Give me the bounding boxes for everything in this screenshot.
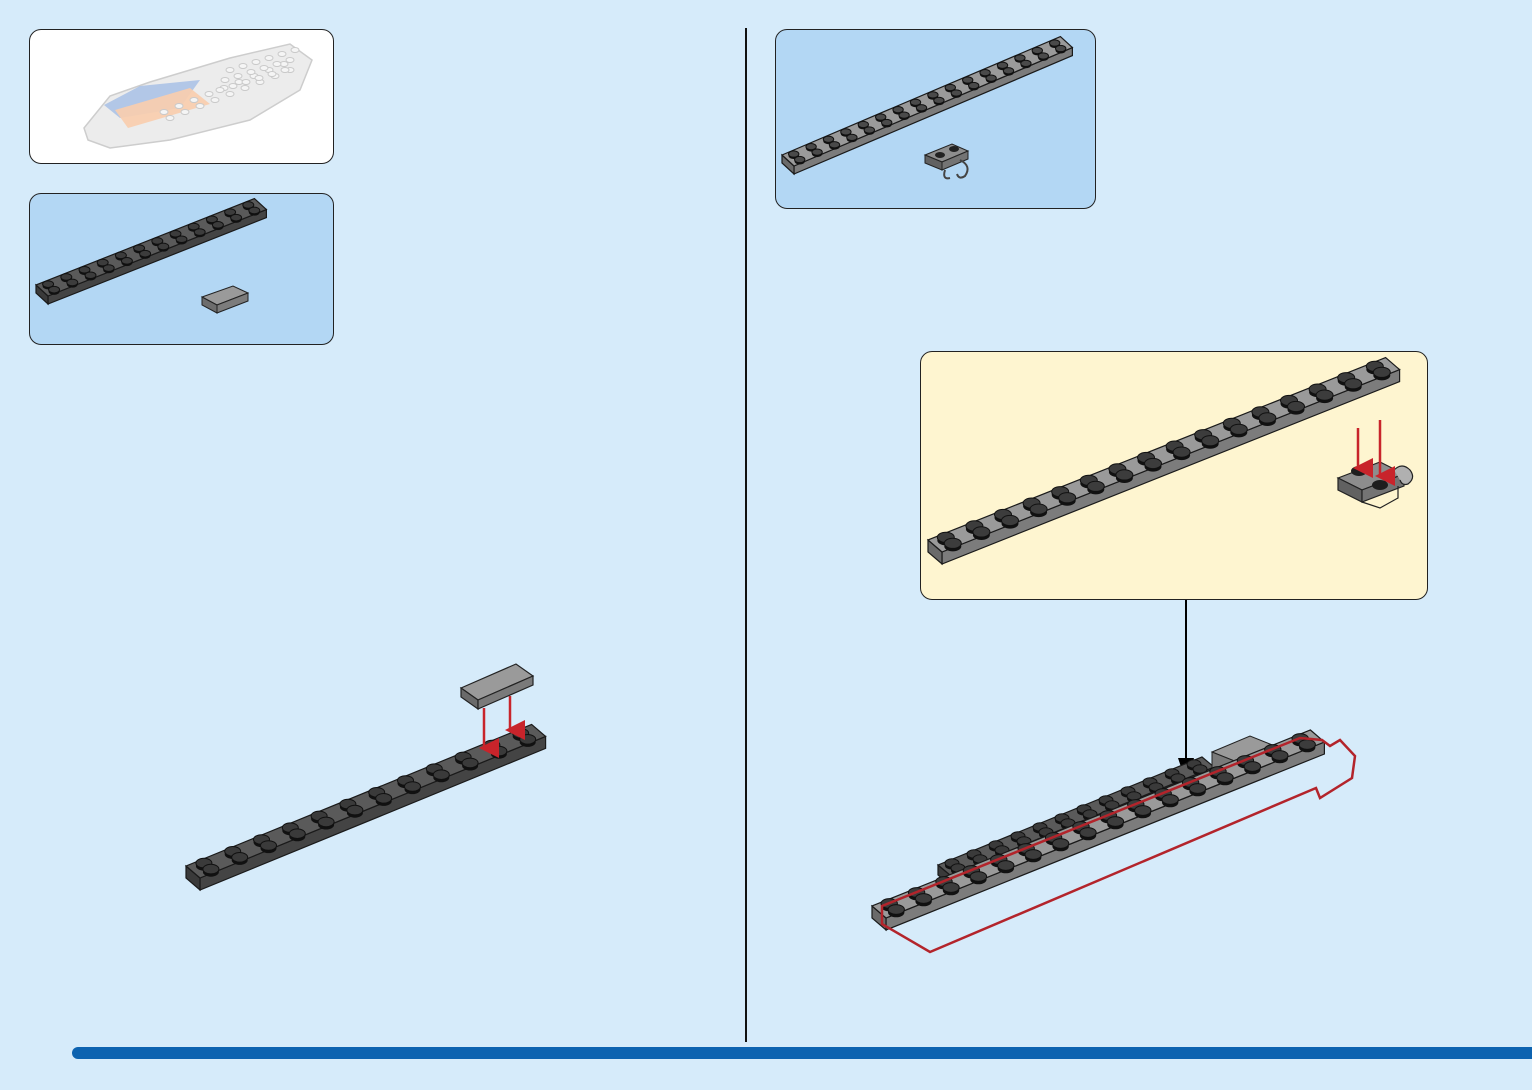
callout-plate-2x16 [928, 358, 1400, 564]
callout-clip-part [1338, 462, 1413, 508]
part-tile-1x2 [202, 286, 248, 313]
step-tile-1x2 [461, 664, 533, 709]
step-plate-light-2x16 [872, 730, 1324, 930]
part-plate-clip [925, 144, 968, 178]
step-plate-dark-2x12 [186, 724, 546, 890]
part-plate-2x16-light [782, 37, 1072, 174]
model-preview-image [84, 44, 312, 148]
assembly-direction-arrow [1178, 600, 1194, 782]
